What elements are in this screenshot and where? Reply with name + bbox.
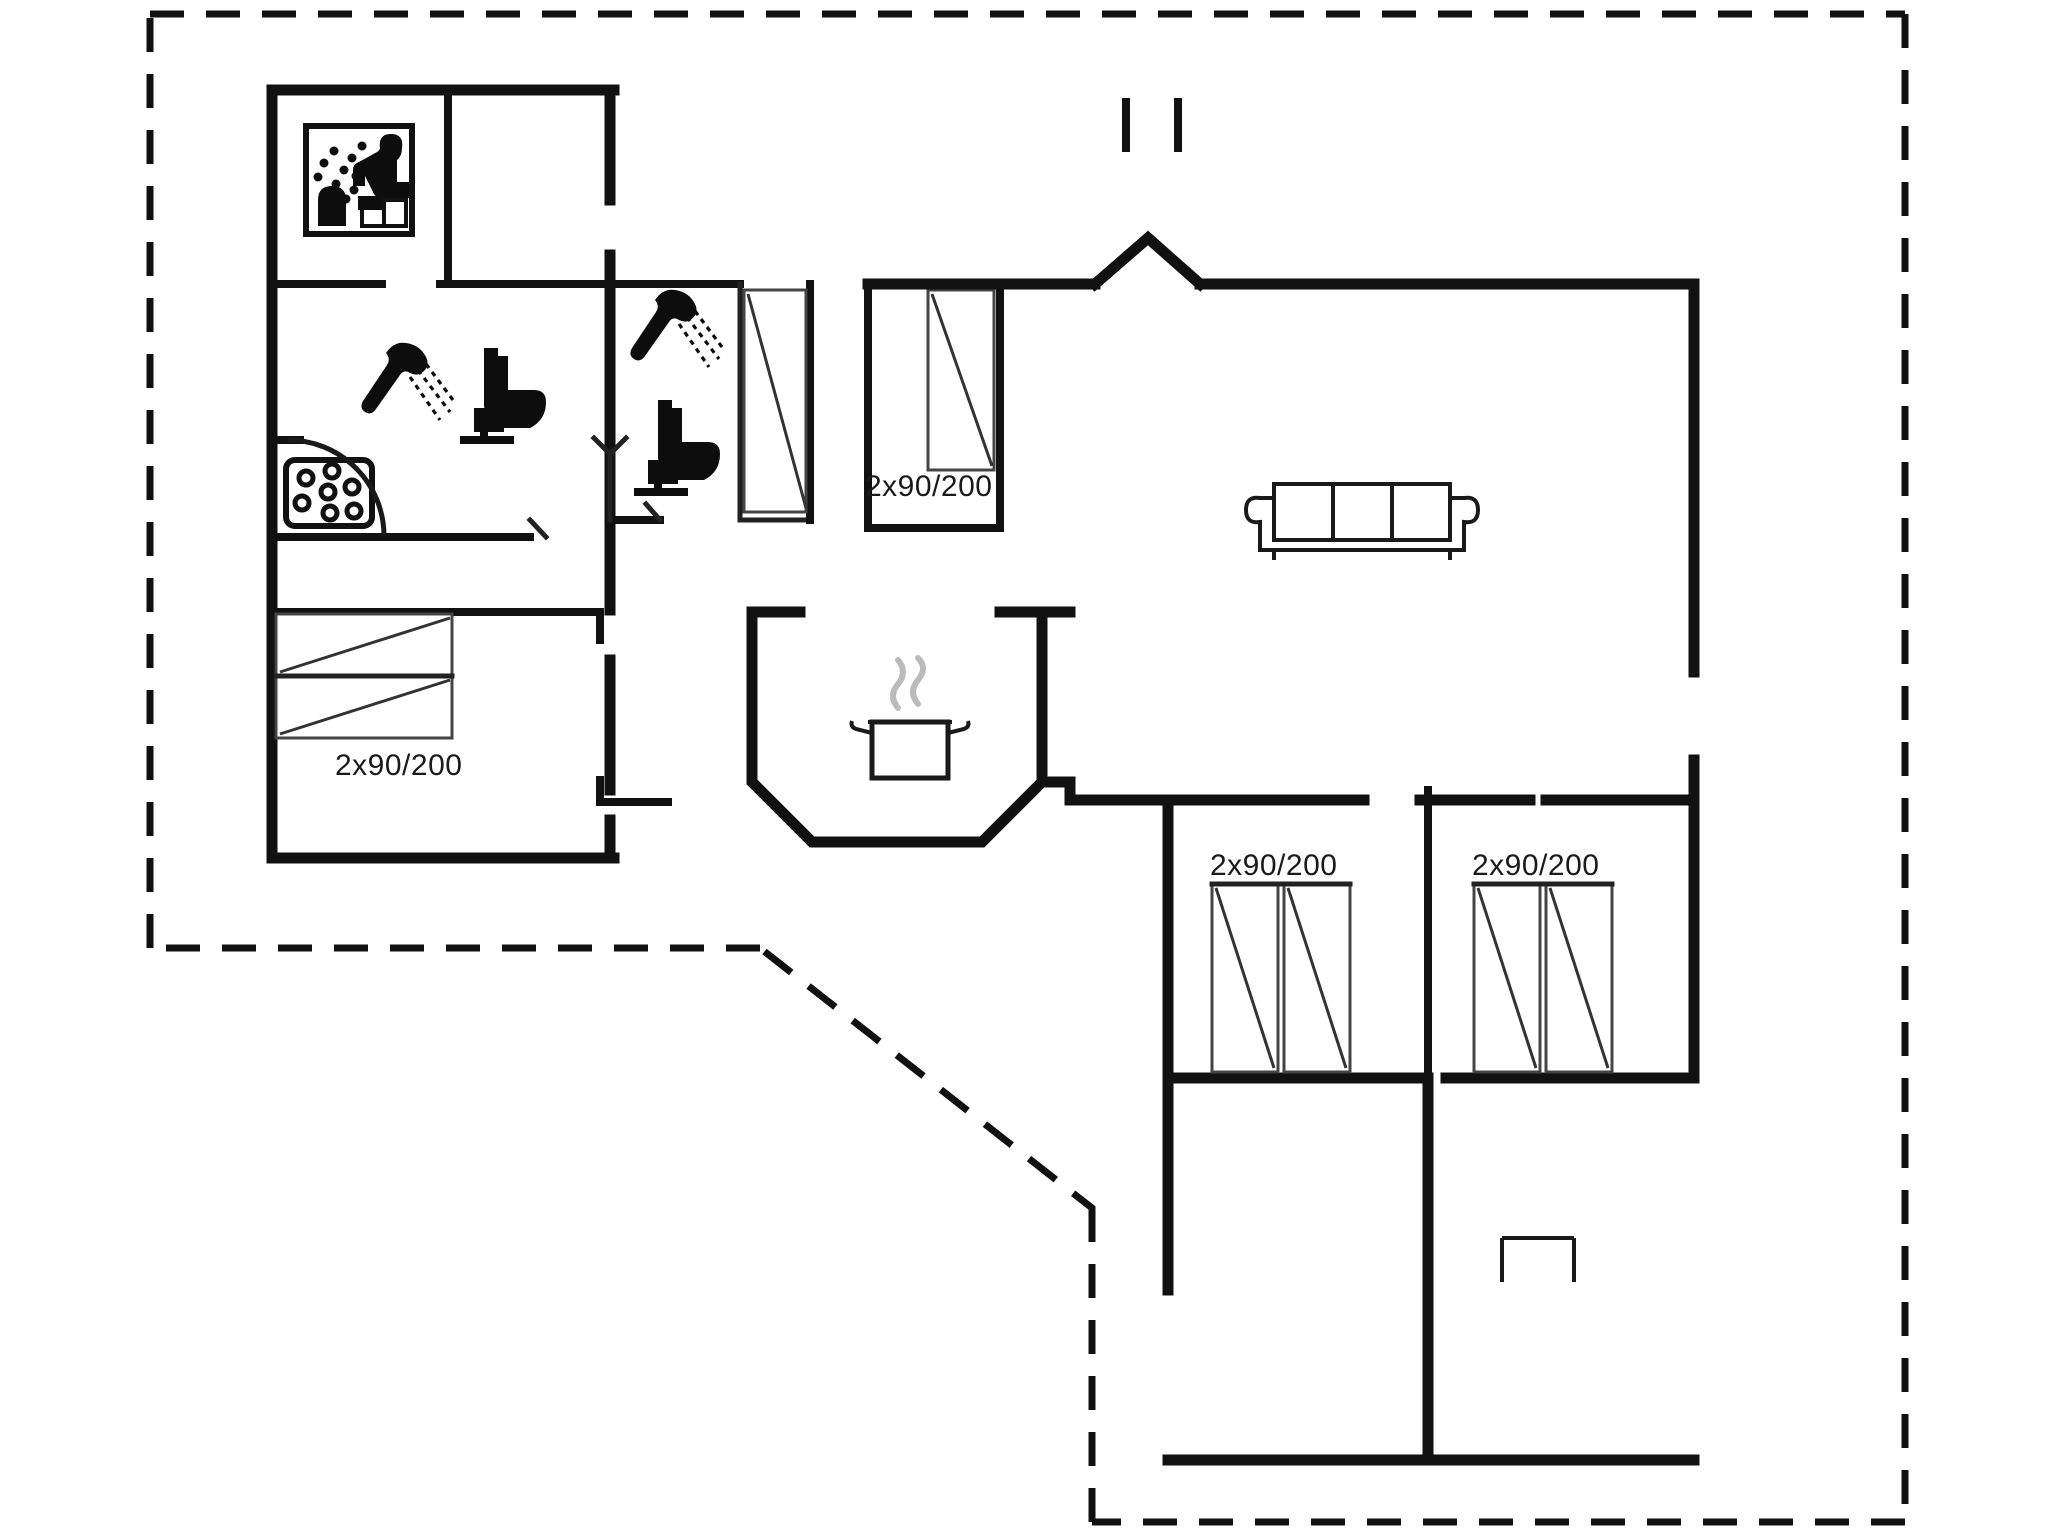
bedroom-top-bed-label: 2x90/200 <box>865 470 992 503</box>
bedroom-lower-right-beds <box>1471 881 1615 1074</box>
sofa-icon <box>1243 482 1481 560</box>
property-boundary <box>146 10 1909 1526</box>
bedroom-lower-left-beds <box>1209 881 1353 1074</box>
lower-right-wing-walls <box>1162 786 1700 1466</box>
shower-icon <box>361 342 458 421</box>
living-room-walls <box>862 98 1700 806</box>
bedroom-lower-left-bed-label: 2x90/200 <box>1210 849 1337 882</box>
toilet-icon <box>460 348 546 444</box>
bathroom-two <box>590 280 814 524</box>
sauna-icon <box>303 123 415 237</box>
table-icon <box>1500 1236 1576 1282</box>
sauna-room <box>268 88 618 288</box>
washing-machine-icon <box>283 457 375 529</box>
door-arc-bathroom-one <box>268 436 387 537</box>
bedroom-left <box>268 608 672 806</box>
cooking-pot-icon <box>849 655 971 781</box>
bedroom-left-bed-label: 2x90/200 <box>335 749 462 782</box>
bedroom-lower-right-bed-label: 2x90/200 <box>1472 849 1599 882</box>
kitchen <box>746 606 1076 848</box>
toilet-icon-two <box>634 400 720 496</box>
shower-icon-two <box>630 289 727 368</box>
